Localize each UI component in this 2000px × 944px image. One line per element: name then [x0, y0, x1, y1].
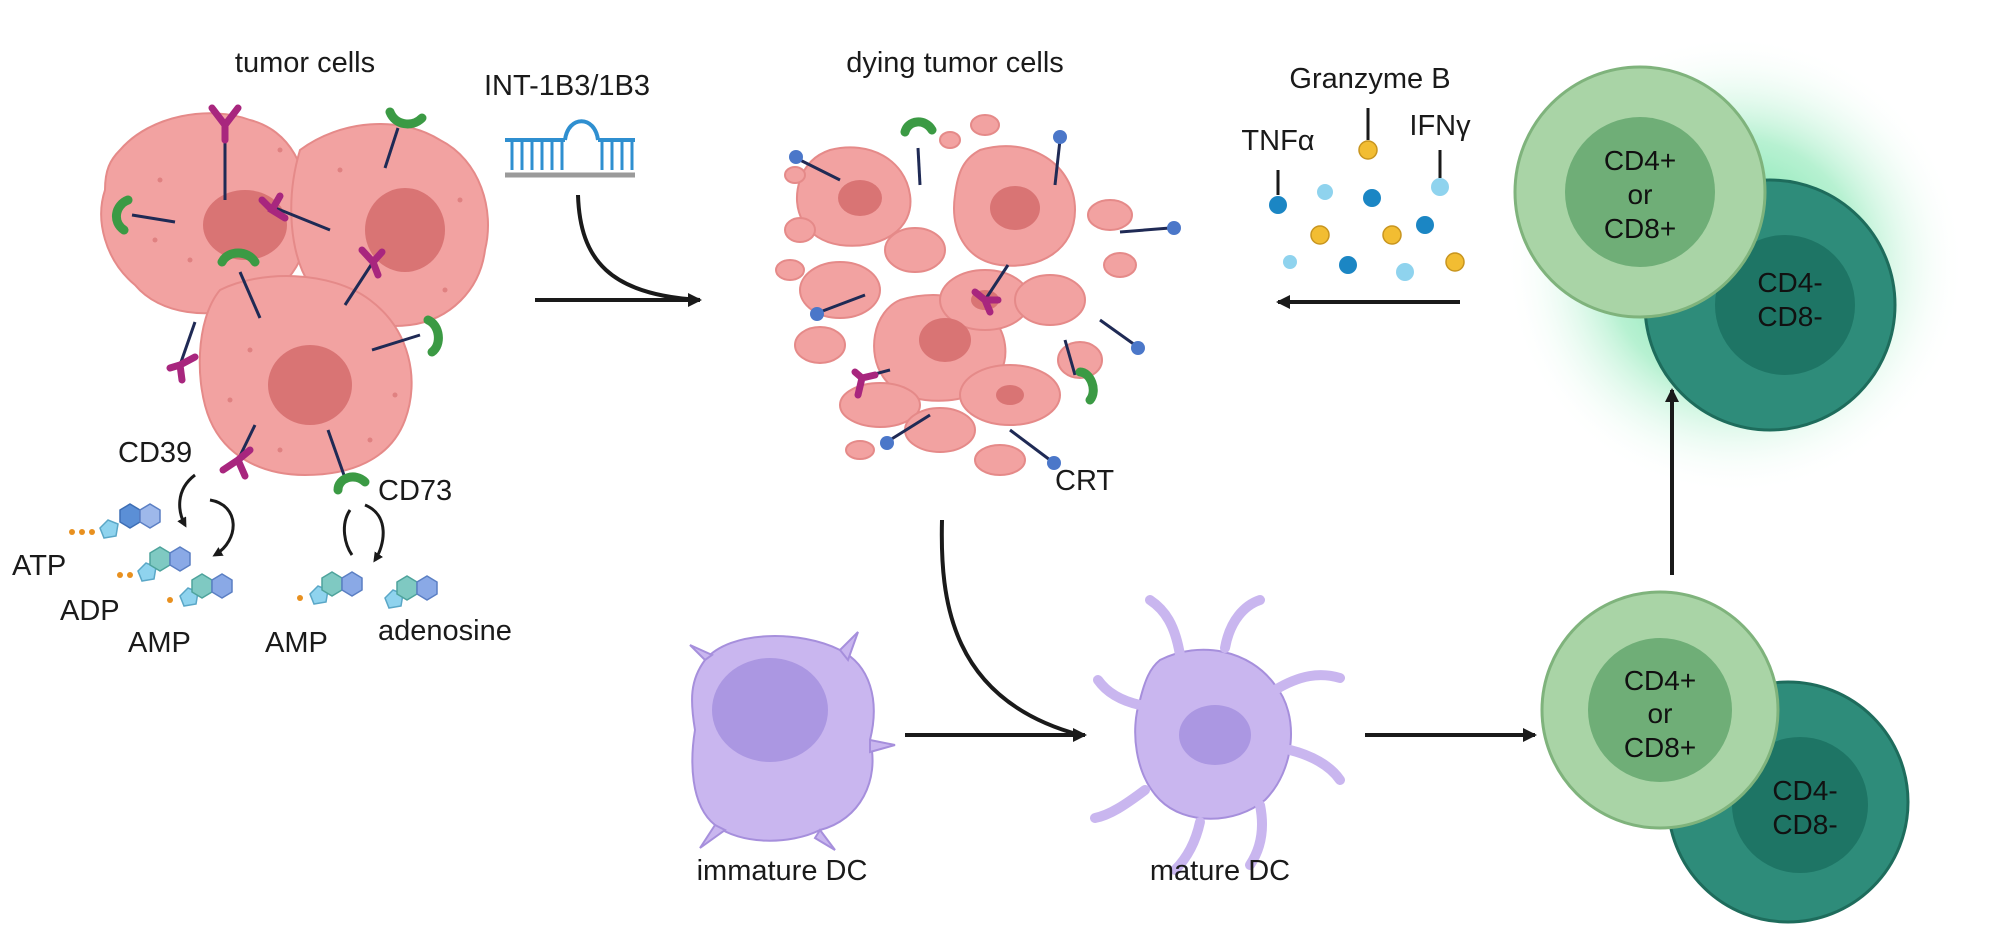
tumor-cells-label: tumor cells — [235, 47, 375, 79]
t-cell-bottom-label: CD8+ — [1624, 732, 1696, 763]
cd73-arrow — [364, 503, 385, 563]
amp-label: AMP — [128, 627, 191, 659]
cd39-arrow — [209, 498, 235, 557]
immature-dc — [689, 631, 896, 851]
t-cell-bottom-label: or — [1648, 698, 1673, 729]
t-cell-top-label: or — [1628, 179, 1653, 210]
tumor-speckles — [152, 147, 463, 453]
cd39-label: CD39 — [118, 437, 192, 469]
drug-arrow — [576, 194, 701, 302]
t-cell-top-label: CD4+ — [1604, 145, 1676, 176]
adenosine-molecule-icon — [384, 575, 438, 609]
tumor-cells-cluster — [100, 104, 489, 495]
tumor-nucleus — [268, 345, 352, 425]
dying-tumor-cells-label: dying tumor cells — [846, 47, 1064, 79]
dying-tumor-cells — [775, 114, 1181, 476]
t-cell-top-label: CD8+ — [1604, 213, 1676, 244]
activated-t-cells — [1505, 35, 1965, 495]
cytokines: Granzyme B TNFα IFNγ — [1241, 63, 1471, 281]
cd39-arrow — [177, 473, 196, 528]
cd73-receptor — [131, 127, 421, 479]
t-cell-bottom-label: CD4+ — [1624, 665, 1696, 696]
mature-dc — [1090, 595, 1345, 875]
amp-label: AMP — [265, 627, 328, 659]
amp-molecule-icon — [167, 573, 233, 607]
adp-label: ADP — [60, 595, 120, 627]
drug-label: INT-1B3/1B3 — [484, 70, 650, 102]
ifn-label: IFNγ — [1409, 110, 1471, 142]
mature-dc-label: mature DC — [1150, 855, 1290, 887]
tnf-label: TNFα — [1241, 125, 1314, 157]
t-cell-top-back-label: CD4- — [1757, 267, 1822, 298]
crt-label: CRT — [1055, 465, 1114, 497]
rna-molecule-icon — [505, 119, 635, 178]
amp-molecule-icon — [297, 571, 363, 605]
granzyme-label: Granzyme B — [1289, 63, 1450, 95]
immature-dc-label: immature DC — [697, 855, 868, 887]
t-cell-top-back-label: CD8- — [1757, 301, 1822, 332]
cd39-receptor — [166, 104, 386, 480]
adenosine-pathway: CD39 CD73 — [12, 437, 512, 659]
adp-molecule-icon — [117, 546, 191, 582]
adenosine-label: adenosine — [378, 615, 512, 647]
cd73-label: CD73 — [378, 475, 452, 507]
t-cell-bottom-back-label: CD4- — [1772, 775, 1837, 806]
atp-label: ATP — [12, 550, 66, 582]
arrow-dying-cells-to-dc — [939, 519, 1081, 737]
atp-molecule-icon — [69, 503, 161, 539]
t-cell-bottom-back-label: CD8- — [1772, 809, 1837, 840]
cd73-receptor — [112, 107, 443, 495]
cd73-arrow — [342, 509, 354, 556]
t-cells — [1540, 590, 1910, 924]
